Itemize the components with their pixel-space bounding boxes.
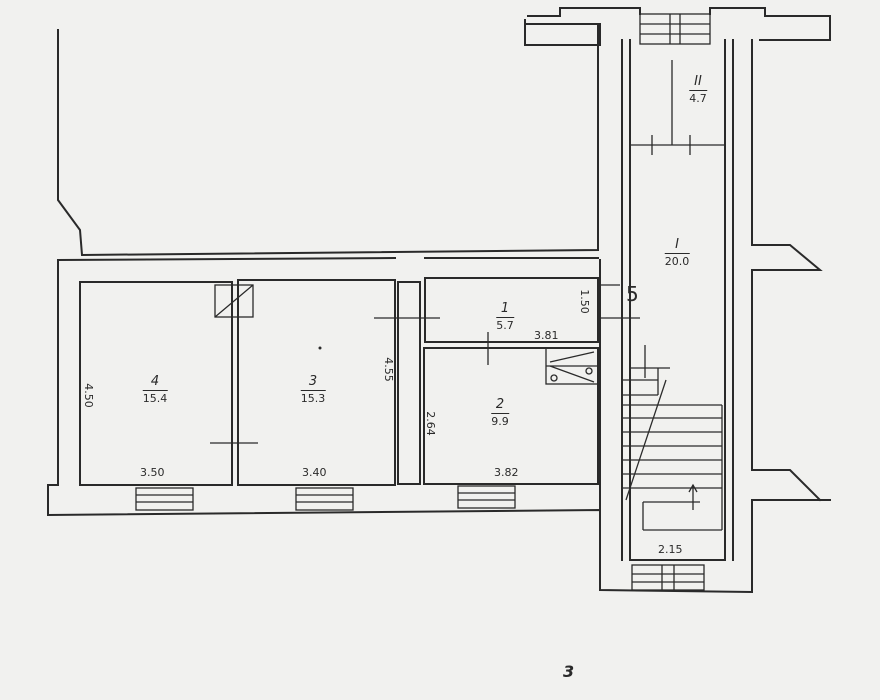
room-II-label: II 4.7 xyxy=(689,75,707,104)
room-1-width-dimension: 3.81 xyxy=(534,329,559,342)
room-2-label: 2 9.9 xyxy=(491,398,509,427)
room-3-height-dimension: 4.55 xyxy=(381,357,395,382)
room-3-label: 3 15.3 xyxy=(300,375,326,405)
room-1-area: 5.7 xyxy=(496,319,514,332)
room-2-width-dimension: 3.82 xyxy=(494,466,519,479)
mark-5: 5 xyxy=(626,282,639,306)
pencil-dot xyxy=(318,346,322,350)
room-4-width-dimension: 3.50 xyxy=(140,466,165,479)
room-2-outline xyxy=(423,347,599,485)
room-3-number: 3 xyxy=(300,375,326,391)
room-1-outline xyxy=(424,277,599,343)
room-1-label: 1 5.7 xyxy=(496,302,514,331)
room-3-area: 15.3 xyxy=(300,392,326,405)
room-3-width-dimension: 3.40 xyxy=(302,466,327,479)
exterior-walls xyxy=(47,7,831,594)
room-4-area: 15.4 xyxy=(142,392,168,405)
room-I-label: I 20.0 xyxy=(664,238,690,268)
room-1-number: 1 xyxy=(496,302,514,318)
room-II-area: 4.7 xyxy=(689,92,707,105)
plan-details xyxy=(135,13,725,591)
room-1-height-dimension: 1.50 xyxy=(577,289,591,314)
room-4-height-dimension: 4.50 xyxy=(81,383,95,408)
room-I-number: I xyxy=(664,238,690,254)
room-3-outline xyxy=(237,279,396,486)
room-4-number: 4 xyxy=(142,375,168,391)
room-2-number: 2 xyxy=(491,398,509,414)
room-II-number: II xyxy=(689,75,707,91)
stair-width-dimension: 2.15 xyxy=(658,543,683,556)
bottom-handwritten-mark: 3 xyxy=(563,662,575,681)
room-2-height-dimension: 2.64 xyxy=(423,411,437,436)
room-2-area: 9.9 xyxy=(491,415,509,428)
room-4-label: 4 15.4 xyxy=(142,375,168,405)
room-walls xyxy=(79,277,599,486)
room-I-area: 20.0 xyxy=(664,255,690,268)
